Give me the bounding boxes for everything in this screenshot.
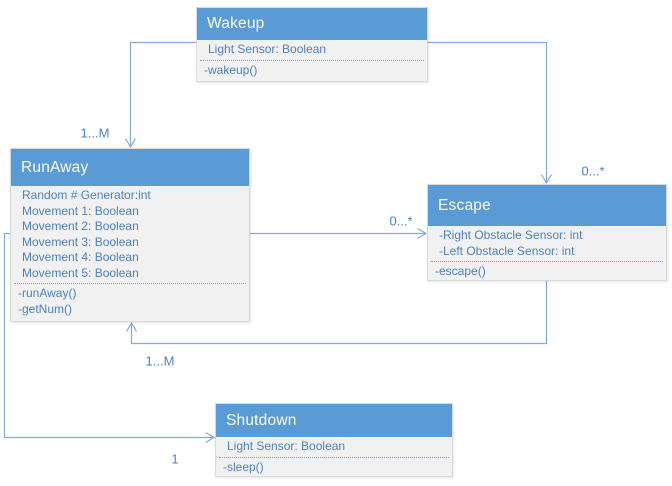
class-name: Shutdown xyxy=(226,411,297,429)
class-runaway-header: RunAway xyxy=(11,149,249,186)
attribute-row: Movement 2: Boolean xyxy=(22,219,139,233)
attribute-row: -Right Obstacle Sensor: int xyxy=(439,228,583,242)
class-shutdown-header: Shutdown xyxy=(216,404,452,437)
methods-section: -runAway()-getNum() xyxy=(11,286,249,317)
attribute-row: Light Sensor: Boolean xyxy=(227,439,346,453)
separator-line xyxy=(219,456,449,458)
separator-line xyxy=(431,261,663,262)
class-escape-header: Escape xyxy=(428,185,666,226)
attributes-section: Light Sensor: Boolean xyxy=(197,42,427,58)
arrowhead-up-icon xyxy=(125,321,138,332)
attribute-row: Random # Generator:int xyxy=(22,188,151,202)
methods-section: -escape() xyxy=(428,264,666,280)
class-wakeup-body: Light Sensor: Boolean -wakeup() xyxy=(197,40,427,78)
attribute-row: Movement 4: Boolean xyxy=(22,250,139,264)
method-row: -wakeup() xyxy=(204,62,258,77)
method-row: -sleep() xyxy=(223,459,264,474)
method-row: -getNum() xyxy=(18,301,73,316)
methods-section: -wakeup() xyxy=(197,63,427,79)
separator-line xyxy=(200,59,424,61)
class-wakeup[interactable]: Wakeup Light Sensor: Boolean -wakeup() xyxy=(196,7,428,82)
class-escape[interactable]: Escape -Right Obstacle Sensor: int-Left … xyxy=(427,184,667,281)
attributes-section: -Right Obstacle Sensor: int-Left Obstacl… xyxy=(428,228,666,259)
method-row: -escape() xyxy=(435,264,486,278)
methods-section: -sleep() xyxy=(216,460,452,476)
multiplicity-label-runaway-escape: 0...* xyxy=(389,213,413,229)
connector-wakeup-escape[interactable] xyxy=(428,41,553,185)
connector-wakeup-runaway[interactable] xyxy=(124,41,197,149)
class-shutdown-body: Light Sensor: Boolean -sleep() xyxy=(216,437,452,475)
multiplicity-label-runaway-shutdown: 1 xyxy=(171,451,179,467)
attribute-row: Movement 5: Boolean xyxy=(22,265,139,280)
connector-runaway-escape[interactable] xyxy=(250,227,428,240)
separator-line xyxy=(14,283,246,284)
class-shutdown[interactable]: Shutdown Light Sensor: Boolean -sleep() xyxy=(215,403,453,477)
attribute-row: Movement 1: Boolean xyxy=(22,203,139,218)
arrowhead-right-icon xyxy=(205,431,216,444)
multiplicity-label-wakeup-runaway: 1...M xyxy=(80,125,110,141)
arrowhead-right-icon xyxy=(417,227,428,240)
arrowhead-down-icon xyxy=(540,174,553,185)
class-name: RunAway xyxy=(21,158,89,176)
multiplicity-label-escape-runaway: 1...M xyxy=(145,353,175,369)
attributes-section: Light Sensor: Boolean xyxy=(216,439,452,455)
attribute-row: Movement 3: Boolean xyxy=(22,234,139,249)
class-wakeup-header: Wakeup xyxy=(197,8,427,40)
multiplicity-label-wakeup-escape: 0...* xyxy=(581,163,605,179)
class-name: Escape xyxy=(438,196,491,214)
method-row: -runAway() xyxy=(18,286,77,300)
attribute-row: Light Sensor: Boolean xyxy=(208,42,327,56)
class-escape-body: -Right Obstacle Sensor: int-Left Obstacl… xyxy=(428,226,666,280)
arrowhead-down-icon xyxy=(124,138,137,149)
attribute-row: -Left Obstacle Sensor: int xyxy=(439,243,575,258)
class-name: Wakeup xyxy=(207,15,265,32)
